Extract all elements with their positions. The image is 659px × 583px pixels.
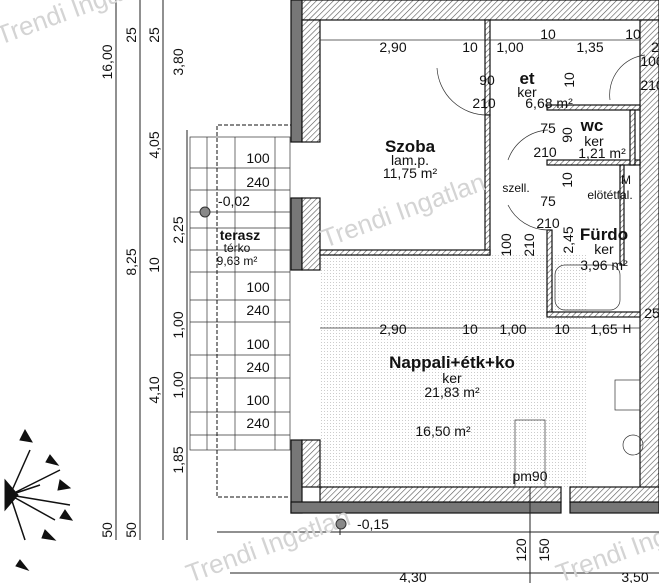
room-area: 11,75 m²	[383, 165, 438, 181]
svg-text:100: 100	[498, 233, 514, 257]
room-name: wc	[580, 116, 604, 135]
svg-text:210: 210	[521, 233, 537, 257]
room-wc: 75 90 wc ker 210 1,21 m²	[533, 116, 626, 161]
svg-text:H: H	[623, 322, 632, 336]
svg-text:10: 10	[625, 26, 641, 42]
svg-text:10: 10	[462, 321, 478, 337]
svg-text:210: 210	[533, 144, 557, 160]
top-dimension-labels: 2,90 10 1,00 10 1,35 10 2	[379, 26, 659, 55]
room-area: 1,21 m²	[578, 145, 626, 161]
svg-text:szell.: szell.	[502, 181, 529, 195]
room-area: 6,68 m²	[525, 95, 573, 111]
room-area: 3,96 m²	[580, 257, 628, 273]
dim-50: 50	[123, 522, 139, 538]
svg-text:25: 25	[644, 305, 659, 321]
dining-area: 16,50 m²	[415, 423, 471, 439]
svg-text:elötétfal.: elötétfal.	[587, 188, 632, 202]
dim-total: 16,00	[99, 44, 115, 79]
svg-text:2,90: 2,90	[379, 39, 406, 55]
svg-text:ker: ker	[517, 84, 537, 100]
svg-text:75: 75	[540, 120, 556, 136]
svg-text:10: 10	[540, 26, 556, 42]
room-name: Szoba	[385, 137, 436, 156]
doors	[320, 39, 646, 488]
svg-text:240: 240	[246, 302, 270, 318]
dim-10: 10	[146, 257, 162, 273]
terrace-level: -0,02	[218, 193, 250, 209]
room-name: Nappali+étk+ko	[389, 353, 515, 372]
room-name: et	[519, 69, 534, 88]
dim-410: 4,10	[146, 376, 162, 403]
svg-text:150: 150	[536, 538, 552, 562]
svg-text:lam.p.: lam.p.	[391, 152, 429, 168]
dim-405: 4,05	[146, 131, 162, 158]
svg-text:10: 10	[462, 39, 478, 55]
svg-text:100: 100	[246, 279, 270, 295]
tree-symbol	[4, 428, 74, 572]
door-label: pm90	[512, 468, 547, 484]
svg-text:térko: térko	[224, 241, 251, 255]
svg-text:10: 10	[561, 72, 577, 88]
svg-text:210: 210	[472, 95, 496, 111]
svg-text:210: 210	[640, 77, 659, 93]
walls	[290, 0, 659, 514]
svg-text:ker: ker	[442, 370, 462, 386]
svg-text:210: 210	[536, 215, 560, 231]
svg-text:120: 120	[513, 538, 529, 562]
svg-text:10: 10	[559, 172, 575, 188]
dim-25: 25	[123, 27, 139, 43]
svg-text:Trendi Ingatlan: Trendi Ingatlan	[182, 501, 354, 583]
terrace-tiles	[189, 124, 300, 498]
dim-185: 1,85	[170, 446, 186, 473]
level-marker-icon	[199, 206, 211, 218]
svg-text:3,50: 3,50	[621, 569, 648, 583]
svg-text:1,00: 1,00	[496, 39, 523, 55]
svg-text:100: 100	[640, 53, 659, 69]
room-bedroom: Szoba lam.p. 11,75 m²	[383, 137, 438, 181]
vertical-dimension-labels: 16,00 25 25 3,80 4,05 8,25 10 2,25 1,00 …	[99, 27, 186, 538]
dim-225: 2,25	[170, 216, 186, 243]
outside-labels: -0,15 120 150 4,30 3,50	[335, 516, 649, 583]
dim-825: 8,25	[123, 248, 139, 275]
room-living: Nappali+étk+ko ker 21,83 m² 16,50 m² pm9…	[389, 353, 548, 484]
svg-text:90: 90	[559, 127, 575, 143]
svg-text:240: 240	[246, 174, 270, 190]
svg-text:1,35: 1,35	[576, 39, 603, 55]
dim-100: 1,00	[170, 311, 186, 338]
mid-dimension-labels: 2,90 10 1,00 10 1,65 H 25	[379, 305, 659, 337]
terrace-labels: 100 240 -0,02 terasz térko 9,63 m² 100 2…	[199, 150, 270, 431]
svg-text:10: 10	[554, 321, 570, 337]
room-name: Fürdo	[580, 225, 628, 244]
svg-text:M: M	[621, 173, 631, 187]
room-bath: szell. 10 M elötétfal. 75 210 Fürdo ker …	[498, 53, 659, 273]
svg-text:ker: ker	[594, 241, 614, 257]
dim-50: 50	[99, 522, 115, 538]
svg-text:2,90: 2,90	[379, 321, 406, 337]
svg-text:100: 100	[246, 336, 270, 352]
svg-text:ker: ker	[584, 133, 604, 149]
svg-text:240: 240	[246, 359, 270, 375]
level-marker-icon	[335, 518, 347, 530]
terrace-area: 9,63 m²	[217, 254, 258, 268]
dimension-lines	[115, 0, 659, 583]
dim-100: 1,00	[170, 371, 186, 398]
svg-text:100: 100	[246, 392, 270, 408]
dim-380: 3,80	[170, 48, 186, 75]
room-hall: 90 et ker 210 6,68 m² 10	[472, 69, 577, 111]
dim-25: 25	[146, 27, 162, 43]
outside-level: -0,15	[357, 516, 389, 532]
svg-text:1,00: 1,00	[499, 321, 526, 337]
svg-text:4,30: 4,30	[399, 569, 426, 583]
svg-text:240: 240	[246, 415, 270, 431]
svg-text:75: 75	[540, 193, 556, 209]
svg-text:100: 100	[246, 150, 270, 166]
svg-text:2: 2	[651, 39, 659, 55]
svg-text:2,45: 2,45	[560, 226, 576, 253]
room-area: 21,83 m²	[424, 384, 480, 400]
svg-text:1,65: 1,65	[590, 321, 617, 337]
living-floor	[320, 255, 588, 487]
svg-text:90: 90	[479, 72, 495, 88]
terrace-name: terasz	[220, 227, 260, 243]
